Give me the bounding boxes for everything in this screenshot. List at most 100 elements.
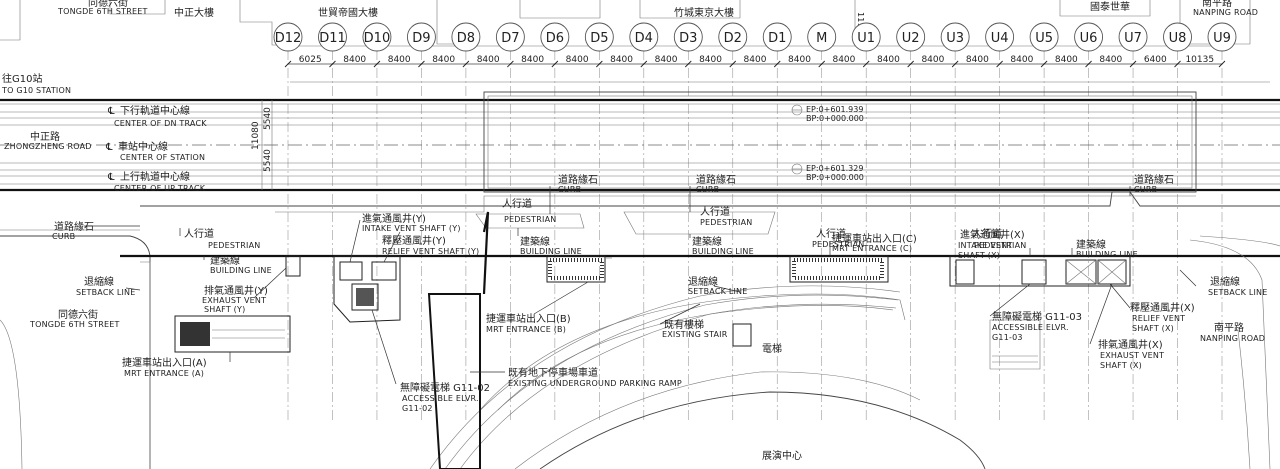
to-g10-en: TO G10 STATION (1, 86, 71, 95)
building-line-4-cn: 建築線 (1076, 238, 1106, 251)
nanping-bottom-cn: 南平路 (1214, 321, 1244, 334)
column-grid-lines (287, 50, 1223, 420)
mrt-b-cn: 捷運車站出入口(B) (486, 312, 571, 325)
exhaust-x-en2: SHAFT (X) (1100, 361, 1142, 370)
station-box-inner (487, 95, 1193, 189)
grid-dimension-tick (951, 60, 959, 68)
grid-spacing-label: 8400 (921, 55, 944, 65)
grid-spacing-label: 8400 (566, 55, 589, 65)
plaza-features (429, 285, 1041, 469)
grid-label-d8: D8 (457, 31, 475, 46)
elevator-g1103-box (1021, 259, 1047, 285)
grid-dimension-tick (418, 60, 425, 68)
tongde-top-en: TONGDE 6TH STREET (57, 7, 148, 16)
grid-dimension-tick (373, 60, 381, 68)
tongde-bottom-cn: 同德六街 (58, 308, 98, 321)
leader-line (713, 285, 741, 293)
entrance-a-structure (174, 255, 301, 353)
station-footprint-edge (275, 195, 1196, 213)
station-center-cn: 車站中心線 (118, 140, 168, 153)
grid-label-u6: U6 (1080, 31, 1098, 46)
escalator-steps (792, 258, 884, 280)
entrance-c-ramp (989, 319, 1041, 370)
curb-2-en: CURB (696, 185, 719, 194)
curb-left-en: CURB (52, 232, 75, 241)
parking-ramp-outline (427, 293, 481, 469)
grid-label-u8: U8 (1169, 31, 1187, 46)
setback-mid-en: SETBACK LINE (688, 287, 747, 296)
grid-spacing-label: 8400 (699, 55, 722, 65)
grid-bubble-d10 (362, 22, 392, 52)
up-track-cn: 上行軌道中心線 (120, 170, 190, 183)
grid-bubble-u5 (1029, 22, 1059, 52)
elevator-g1103-en: ACCESSIBLE ELVR. (992, 323, 1069, 332)
parking-ramp-edge (482, 211, 490, 295)
entrance-b-box (546, 255, 606, 283)
grid-spacing-label: 8400 (1010, 55, 1033, 65)
grid-dimension-tick (284, 60, 292, 68)
pedestrian-1-cn: 人行道 (184, 227, 214, 240)
curb-line-right (1199, 235, 1280, 247)
stair-en: EXISTING STAIR (662, 330, 728, 339)
exhaust-x-en1: EXHAUST VENT (1100, 351, 1164, 360)
grid-dimension-tick (729, 60, 737, 68)
grid-dimension-tick (1174, 60, 1181, 68)
setback-right-cn: 退縮線 (1210, 275, 1240, 288)
elevator-g1102-box (351, 283, 379, 311)
grid-spacing-label: 8400 (655, 55, 678, 65)
grid-bubble-d6 (540, 22, 570, 52)
pedestrian-1-en: PEDESTRIAN (208, 241, 260, 250)
grid-label-d4: D4 (635, 31, 653, 46)
grid-bubble-d12 (273, 22, 303, 52)
grid-bubble-u4 (985, 22, 1015, 52)
mrt-c-en: MRT ENTRANCE (C) (832, 244, 912, 253)
grid-bubble-u3 (940, 22, 970, 52)
relief-x-en2: SHAFT (X) (1132, 324, 1174, 333)
setback-mid-cn: 退縮線 (688, 275, 718, 288)
leader-line (1089, 283, 1113, 345)
leader-line (1179, 269, 1197, 287)
grid-bubble-d8 (451, 22, 481, 52)
grid-bubble-u8 (1163, 22, 1192, 52)
mrt-a-cn: 捷運車站出入口(A) (122, 356, 207, 369)
pedestrian-2-en: PEDESTRIAN (504, 215, 556, 224)
curb-line-left (0, 235, 151, 469)
intake-shaft-y-box (339, 261, 363, 281)
grid-bubble-u2 (896, 22, 926, 52)
pedestrian-island (623, 211, 776, 235)
nanping-top-en: NANPING ROAD (1193, 8, 1258, 17)
station-box-outline (483, 91, 1197, 193)
shaft-cross (1065, 259, 1097, 285)
intake-x-en2: SHAFT (X) (958, 251, 1000, 260)
escalator-hatch (180, 322, 210, 346)
building-outline-left (0, 0, 21, 41)
grid-bubble-m (807, 22, 837, 52)
leader-line (383, 231, 401, 263)
grid-spacing-label: 8400 (477, 55, 500, 65)
leader-line (371, 309, 397, 385)
chainage-bp-2: BP:0+000.000 (806, 173, 864, 182)
mrt-b-en: MRT ENTRANCE (B) (486, 325, 566, 334)
building-line-2-en: BUILDING LINE (520, 247, 582, 256)
grid-spacing-label: 8400 (1055, 55, 1078, 65)
grid-label-u2: U2 (902, 31, 920, 46)
grid-spacing-label: 8400 (343, 55, 366, 65)
building-outline (1059, 0, 1151, 17)
leader-line (125, 287, 141, 291)
pedestrian-5-cn: 人行道 (972, 227, 1002, 240)
parking-ramp-cn: 既有地下停車場車道 (508, 366, 598, 379)
up-track-en: CENTER OF UP TRACK (114, 184, 206, 193)
grid-spacing-label: 6025 (299, 55, 322, 65)
stair-arc (459, 303, 897, 469)
vent-shaft-x-outline (949, 255, 1131, 287)
vent-shaft-y-structure (333, 255, 401, 323)
pedestrian-island (475, 213, 585, 229)
intake-x-en1: INTAKE VENT (958, 241, 1013, 250)
cl-symbol: ℄ (107, 106, 115, 117)
building-outline (109, 0, 166, 15)
road-cn: 中正路 (30, 130, 60, 143)
escalator-steps (548, 258, 604, 280)
grid-bubble-d7 (495, 22, 525, 52)
vent-shaft-y-outline (333, 255, 401, 323)
